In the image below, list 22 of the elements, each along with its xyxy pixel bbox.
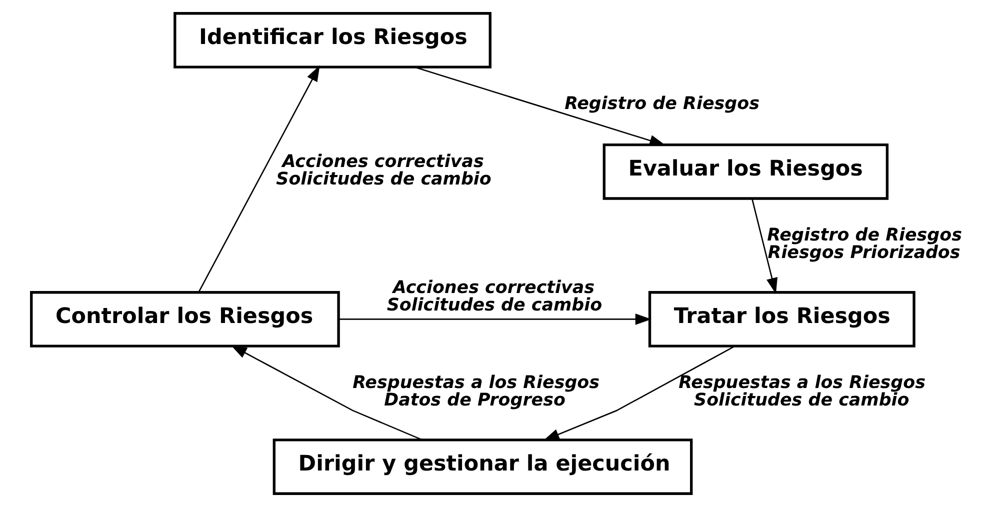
arrow [230, 345, 422, 440]
node-box: Tratar los Riesgos [648, 291, 915, 348]
arrow [338, 314, 651, 325]
edge-label: Solicitudes de cambio [386, 295, 602, 316]
edge-label: Registro de Riesgos [766, 226, 962, 246]
edge-label: Riesgos Priorizados [767, 243, 960, 264]
edge-label: Datos de Progreso [384, 390, 565, 411]
edge-label: Registro de Riesgos [564, 94, 759, 114]
node-box: Identificar los Riesgos [173, 12, 491, 68]
edge-label: Acciones correctivas [282, 152, 484, 172]
edge-label: Acciones correctivas [392, 278, 594, 298]
arrow [750, 198, 777, 294]
edge-label: Solicitudes de cambio [694, 390, 909, 411]
arrow [198, 65, 320, 292]
arrow [542, 346, 735, 441]
arrow [414, 66, 666, 146]
node-box: Dirigir y gestionar la ejecución [272, 438, 692, 495]
node-box: Evaluar los Riesgos [602, 144, 888, 200]
edge-label: Solicitudes de cambio [276, 169, 491, 190]
edge-label: Respuestas a los Riesgos [352, 373, 600, 394]
edge-label: Respuestas a los Riesgos [678, 373, 926, 394]
node-box: Controlar los Riesgos [30, 291, 340, 348]
